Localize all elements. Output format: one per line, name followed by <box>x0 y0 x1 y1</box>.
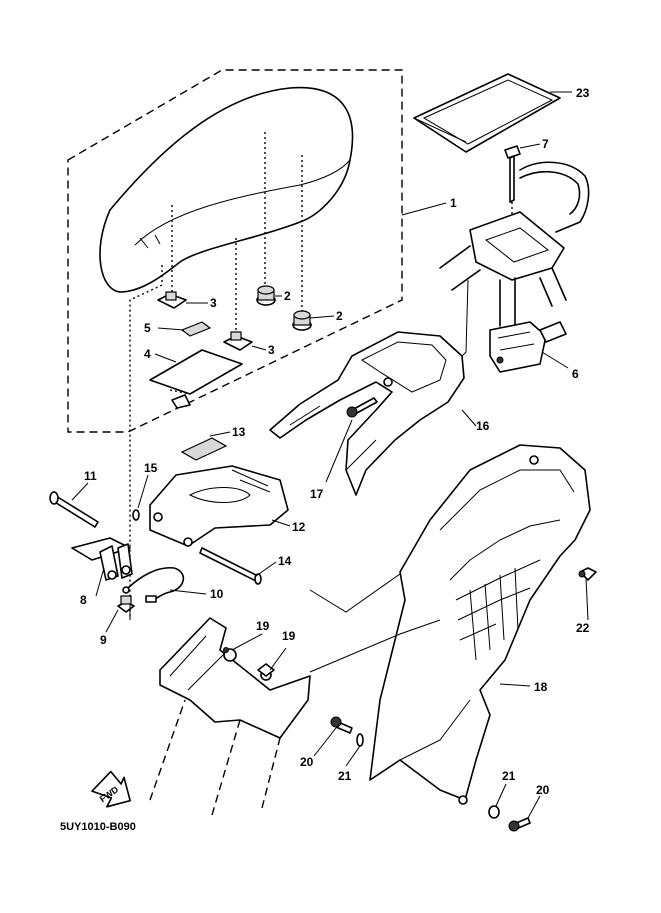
callout-9: 9 <box>100 633 107 647</box>
callout-19b: 19 <box>282 629 296 643</box>
callout-19a: 19 <box>256 619 270 633</box>
seat-assembly-boundary <box>67 69 403 433</box>
callout-16: 16 <box>476 419 490 433</box>
lower-cover-outline <box>149 699 281 816</box>
nut-part-3a <box>157 291 187 309</box>
callout-23: 23 <box>576 86 590 100</box>
clip-part-19b <box>257 663 275 681</box>
nut-part-22 <box>578 567 597 581</box>
callout-11: 11 <box>84 469 97 483</box>
bolt-part-11 <box>49 491 99 528</box>
rod-part-14 <box>199 547 262 585</box>
bolt-part-17 <box>346 397 378 418</box>
pad-part-5 <box>180 321 212 337</box>
clip-part-15 <box>132 509 140 521</box>
seat <box>99 86 354 293</box>
carrier-part-16 <box>269 331 465 496</box>
clip-part-19a <box>223 647 237 662</box>
bolt-part-7 <box>504 145 521 203</box>
callout-21a: 21 <box>338 769 352 783</box>
callout-4: 4 <box>144 347 151 361</box>
rear-frame <box>439 161 590 327</box>
damper-part-2b <box>292 310 312 331</box>
seat-mount-line-5 <box>129 265 163 620</box>
callout-10: 10 <box>210 587 224 601</box>
washer-part-21a <box>356 733 364 747</box>
bolt-part-20a <box>330 716 353 734</box>
tray-part-12 <box>149 465 289 547</box>
callout-7: 7 <box>542 137 549 151</box>
callout-12: 12 <box>292 520 306 534</box>
damper-part-2a <box>256 285 276 306</box>
callout-1: 1 <box>450 196 457 210</box>
lower-cover <box>159 617 311 739</box>
callout-3b: 3 <box>268 343 275 357</box>
callout-18: 18 <box>534 680 548 694</box>
nut-part-3b <box>223 331 253 351</box>
callout-20a: 20 <box>300 755 314 769</box>
callout-17: 17 <box>310 487 324 501</box>
hinge-bracket-part-8 <box>71 537 133 581</box>
bolt-part-20b <box>508 817 531 832</box>
forward-arrow-icon: FWD <box>91 770 131 808</box>
pad-part-13 <box>180 437 228 461</box>
washer-part-21b <box>488 805 500 819</box>
nut-part-9 <box>117 595 135 613</box>
callout-2a: 2 <box>284 289 291 303</box>
sheet-part-4 <box>149 349 243 409</box>
callout-21b: 21 <box>502 769 516 783</box>
callout-20b: 20 <box>536 783 550 797</box>
callout-15: 15 <box>144 461 158 475</box>
callout-8: 8 <box>80 593 87 607</box>
callout-6: 6 <box>572 367 579 381</box>
lock-part-6 <box>489 321 567 373</box>
diagram-code: 5UY1010-B090 <box>60 821 136 833</box>
callout-2b: 2 <box>336 309 343 323</box>
callout-13: 13 <box>232 425 246 439</box>
callout-3a: 3 <box>210 296 217 310</box>
rear-cover-part-18 <box>369 444 591 805</box>
connection-line-diagonal <box>309 573 401 613</box>
manual-part-23 <box>413 73 561 153</box>
callout-14: 14 <box>278 554 292 568</box>
callout-22: 22 <box>576 621 590 635</box>
callout-5: 5 <box>144 321 151 335</box>
cable-part-10 <box>122 566 185 603</box>
